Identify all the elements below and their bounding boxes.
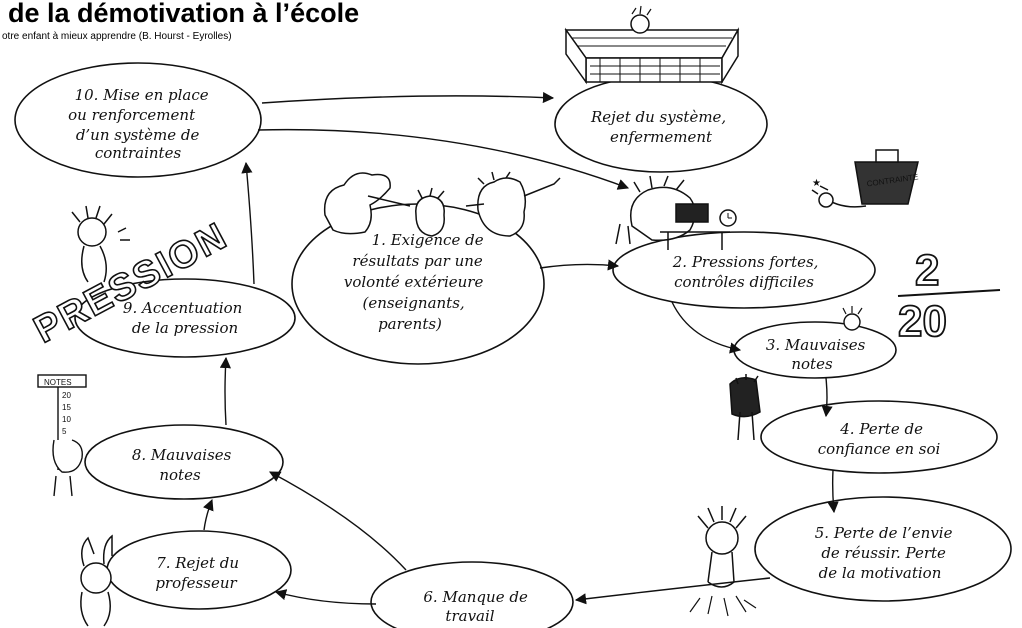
arrow-4-to-5	[827, 469, 839, 514]
node-9-ellipse	[74, 278, 296, 358]
node-rejet-text: Rejet du système, enfermement	[590, 108, 731, 146]
node-9-text: 9. Accentuation de la pression	[123, 299, 247, 337]
arrow-6-to-8	[269, 471, 407, 571]
weight-crushing-illustration: CONTRAINTE ★	[811, 149, 919, 208]
diagram-subtitle: otre enfant à mieux apprendre (B. Hourst…	[2, 31, 232, 42]
node-3-text: 3. Mauvaises notes	[766, 336, 870, 373]
arrow-6-to-7	[274, 589, 377, 605]
arrow-2-to-3	[671, 301, 742, 354]
svg-text:20: 20	[898, 297, 947, 346]
arrow-7-to-8	[203, 498, 214, 531]
node-4-ellipse	[760, 400, 998, 474]
arrow-10-to-rejet	[261, 91, 555, 104]
child-stuck-roots-illustration	[689, 506, 757, 617]
sad-child-illustration	[729, 374, 761, 441]
arrow-5-to-6	[574, 577, 771, 605]
svg-text:15: 15	[62, 403, 71, 412]
node-6-ellipse	[370, 561, 574, 628]
svg-text:2: 2	[915, 246, 939, 295]
svg-text:★: ★	[812, 178, 821, 189]
node-7-text: 7. Rejet du professeur	[155, 554, 243, 592]
node-4-text: 4. Perte de confiance en soi	[818, 420, 941, 458]
node-1-text: 1. Exigence de résultats par une volonté…	[344, 231, 488, 333]
child-turned-away-illustration	[80, 534, 113, 627]
notes-gauge-illustration: NOTES 20 15 10 5	[37, 374, 87, 497]
node-5-ellipse	[754, 496, 1012, 602]
adults-pointing-illustration	[323, 171, 561, 237]
diagram-title: de la démotivation à l’école	[8, 0, 360, 28]
grade-2-over-20-illustration: 2 20	[842, 245, 1001, 347]
child-at-desk-illustration	[615, 175, 737, 250]
brick-wall-enclosure-illustration	[564, 5, 740, 85]
node-10-text: 10. Mise en place ou renforcement d’un s…	[68, 86, 213, 162]
node-2-text: 2. Pressions fortes, contrôles difficile…	[672, 253, 823, 291]
svg-text:5: 5	[62, 427, 67, 436]
svg-text:10: 10	[62, 415, 71, 424]
arrow-3-to-4	[821, 377, 833, 418]
arrow-1-to-2	[539, 259, 620, 271]
arrow-10-to-pressions-illustration	[257, 128, 630, 190]
node-8-text: 8. Mauvaises notes	[132, 446, 236, 484]
arrow-9-to-10	[241, 161, 255, 285]
node-6-text: 6. Manque de travail	[423, 588, 532, 625]
svg-text:20: 20	[62, 391, 71, 400]
node-8-ellipse	[84, 424, 284, 500]
node-10-ellipse	[14, 62, 262, 178]
node-5-text: 5. Perte de l’envie de réussir. Perte de…	[815, 524, 958, 582]
svg-text:NOTES: NOTES	[44, 378, 72, 387]
child-under-pression-illustration	[71, 205, 130, 283]
arrow-8-to-9	[219, 356, 231, 426]
